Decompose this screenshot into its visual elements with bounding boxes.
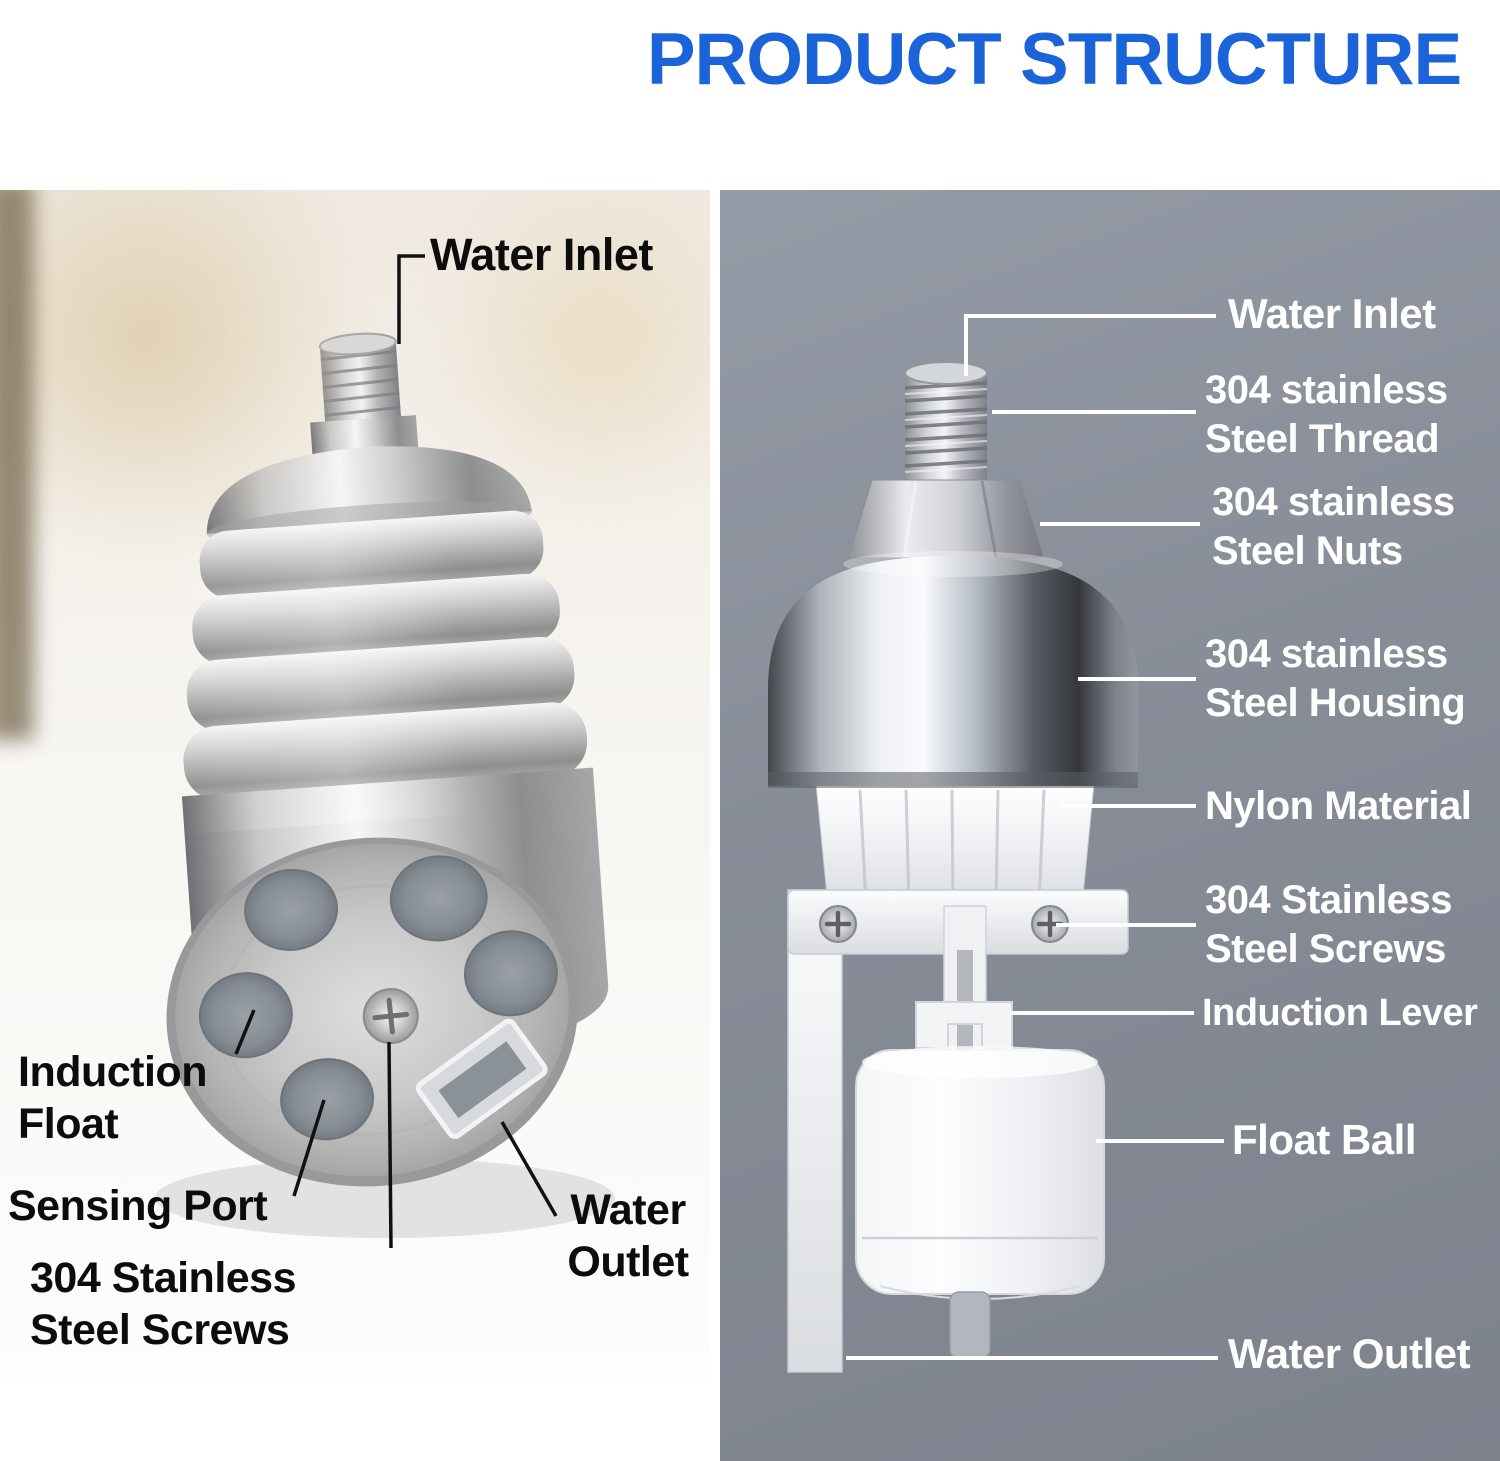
page-title: PRODUCT STRUCTURE <box>646 19 1462 100</box>
water-outlet-port <box>415 1018 548 1139</box>
left-device-illustration <box>155 332 615 1238</box>
ribbed-body <box>163 506 609 1064</box>
bracket-arm <box>787 889 843 1373</box>
label-water-inlet-right: Water Inlet <box>1228 290 1436 337</box>
bottom-face-group <box>166 837 578 1187</box>
stem-rod <box>943 905 987 1067</box>
right-photo-panel <box>720 190 1500 1461</box>
nylon-body <box>815 783 1095 907</box>
label-steel-nuts: 304 stainless Steel Nuts <box>1212 480 1455 573</box>
bracket-screw-left <box>819 905 857 943</box>
label-steel-screws-right: 304 Stainless Steel Screws <box>1205 878 1453 971</box>
hex-nut <box>847 479 1045 559</box>
device-shadow <box>155 1158 615 1238</box>
chrome-housing <box>768 551 1138 788</box>
outlet-pin <box>949 1291 991 1359</box>
bracket-screw-right <box>1031 905 1069 943</box>
float-ball <box>855 1046 1105 1300</box>
label-steel-screws-left: 304 Stainless Steel Screws <box>30 1254 297 1355</box>
label-induction-float: Induction Float <box>18 1048 207 1149</box>
label-water-outlet-right: Water Outlet <box>1228 1330 1471 1377</box>
label-steel-housing: 304 stainless Steel Housing <box>1205 632 1466 725</box>
label-steel-thread: 304 stainless Steel Thread <box>1205 368 1448 461</box>
center-screw <box>362 988 419 1045</box>
inlet-thread <box>318 332 402 426</box>
inlet-thread-stud <box>904 361 988 482</box>
label-induction-lever: Induction Lever <box>1202 992 1478 1034</box>
label-nylon-material: Nylon Material <box>1205 784 1472 828</box>
label-sensing-port: Sensing Port <box>8 1182 268 1230</box>
label-float-ball: Float Ball <box>1232 1116 1417 1163</box>
label-water-outlet-left: Water Outlet <box>567 1186 689 1287</box>
label-water-inlet-left: Water Inlet <box>430 229 653 280</box>
right-device-illustration <box>768 361 1138 1373</box>
